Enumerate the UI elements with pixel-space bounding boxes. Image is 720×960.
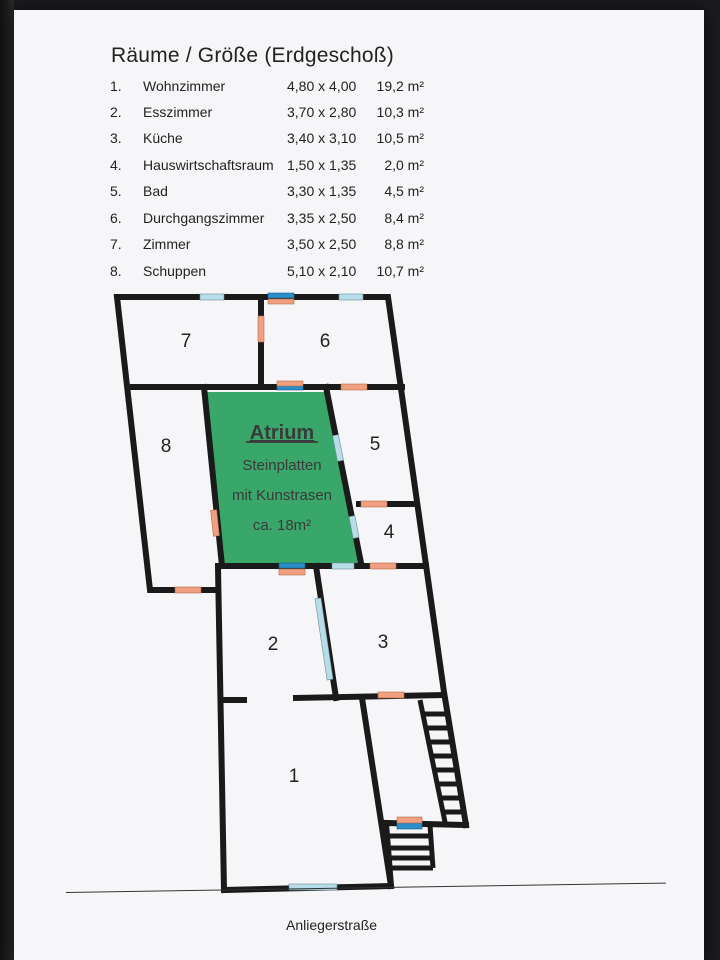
paper-sheet bbox=[14, 10, 704, 960]
atrium-title: Atrium bbox=[250, 422, 314, 444]
background-edge bbox=[0, 0, 14, 960]
stair-rail bbox=[417, 699, 448, 823]
atrium-line-3: ca. 18m² bbox=[253, 517, 311, 534]
door bbox=[377, 691, 405, 699]
room-number: 4. bbox=[110, 157, 122, 173]
room-area: 8,4 m² bbox=[384, 210, 424, 226]
room-name: Hauswirtschaftsraum bbox=[143, 157, 274, 173]
door bbox=[360, 500, 388, 508]
wall-3-bottom bbox=[292, 691, 446, 702]
wall-1-stair bbox=[358, 694, 395, 890]
room-dimensions: 1,50 x 1,35 bbox=[287, 157, 357, 173]
room-number: 5. bbox=[110, 183, 122, 199]
room-name: Schuppen bbox=[143, 263, 207, 279]
room-dimensions: 3,70 x 2,80 bbox=[287, 104, 357, 120]
window bbox=[338, 293, 364, 301]
door bbox=[276, 380, 304, 387]
wall-8-atrium bbox=[200, 383, 226, 570]
room-dimensions: 3,30 x 1,35 bbox=[287, 183, 357, 199]
room-area: 10,3 m² bbox=[376, 104, 424, 120]
door bbox=[278, 568, 306, 576]
room-label-5: 5 bbox=[370, 434, 381, 455]
window bbox=[348, 515, 360, 539]
door bbox=[340, 383, 368, 391]
room-name: Bad bbox=[143, 183, 168, 199]
room-area: 4,5 m² bbox=[384, 183, 424, 199]
room-dimensions: 3,50 x 2,50 bbox=[287, 236, 357, 252]
room-label-4: 4 bbox=[384, 522, 395, 543]
window-blue bbox=[267, 292, 295, 299]
room-number: 8. bbox=[110, 263, 122, 279]
room-dimensions: 3,40 x 3,10 bbox=[287, 130, 357, 146]
window bbox=[314, 597, 334, 681]
window-blue bbox=[278, 562, 306, 569]
room-dimensions: 3,35 x 2,50 bbox=[287, 210, 357, 226]
room-name: Zimmer bbox=[143, 236, 191, 252]
room-dimensions: 4,80 x 4,00 bbox=[287, 78, 357, 94]
room-number: 7. bbox=[110, 236, 122, 252]
room-number: 1. bbox=[110, 78, 122, 94]
room-name: Esszimmer bbox=[143, 104, 213, 120]
room-label-2: 2 bbox=[268, 634, 279, 655]
door bbox=[369, 562, 397, 570]
room-name: Küche bbox=[143, 130, 183, 146]
room-name: Durchgangszimmer bbox=[143, 210, 265, 226]
page-title: Räume / Größe (Erdgeschoß) bbox=[111, 44, 394, 67]
room-number: 3. bbox=[110, 130, 122, 146]
room-area: 19,2 m² bbox=[376, 78, 424, 94]
room-number: 6. bbox=[110, 210, 122, 226]
door bbox=[257, 315, 265, 343]
window bbox=[199, 293, 225, 301]
room-area: 2,0 m² bbox=[384, 157, 424, 173]
window bbox=[331, 562, 355, 570]
atrium-line-1: Steinplatten bbox=[242, 457, 321, 474]
room-name: Wohnzimmer bbox=[143, 78, 226, 94]
door bbox=[396, 816, 423, 824]
room-area: 10,5 m² bbox=[376, 130, 424, 146]
staircase-right bbox=[417, 699, 463, 823]
atrium-line-2: mit Kunstrasen bbox=[232, 487, 332, 504]
door bbox=[267, 298, 295, 305]
room-label-6: 6 bbox=[320, 331, 331, 352]
atrium-area bbox=[206, 392, 361, 566]
door bbox=[210, 509, 220, 537]
street-label: Anliegerstraße bbox=[286, 917, 378, 933]
door bbox=[174, 586, 202, 594]
room-label-3: 3 bbox=[378, 632, 389, 653]
window-blue bbox=[396, 822, 423, 830]
staircase-bottom bbox=[388, 824, 436, 871]
room-label-7: 7 bbox=[181, 331, 192, 352]
room-number: 2. bbox=[110, 104, 122, 120]
wall-outer-top-left bbox=[113, 294, 470, 829]
room-area: 8,8 m² bbox=[384, 236, 424, 252]
room-label-8: 8 bbox=[161, 436, 172, 457]
window bbox=[332, 434, 344, 462]
room-dimensions: 5,10 x 2,10 bbox=[287, 263, 357, 279]
room-area: 10,7 m² bbox=[376, 263, 424, 279]
room-label-1: 1 bbox=[289, 766, 300, 787]
